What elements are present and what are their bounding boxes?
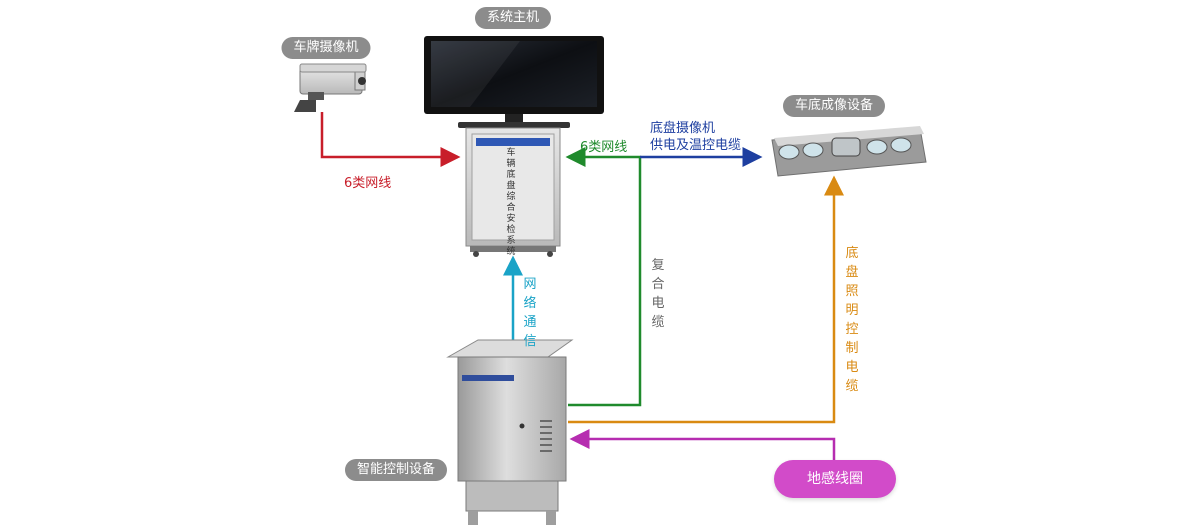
cat6-cable-label-right: 6类网线 — [580, 140, 628, 155]
composite-cable-label: 复合电缆 — [651, 258, 665, 330]
plate-camera-illustration — [294, 63, 367, 112]
node-label-system-host: 系统主机 — [474, 7, 552, 29]
cabinet-text: 车辆底盘综合安检系统 — [506, 148, 516, 257]
node-label-plate-camera: 车牌摄像机 — [281, 37, 371, 59]
undercarriage-device-illustration — [771, 126, 927, 177]
power-temp-cable-label: 底盘摄像机 供电及温控电缆 — [650, 121, 742, 153]
smart-control-box-illustration — [446, 339, 574, 525]
node-label-smart-control: 智能控制设备 — [344, 459, 448, 481]
green-cable-arrow — [565, 147, 642, 407]
node-label-undercarriage-device: 车底成像设备 — [782, 95, 886, 117]
network-comm-label: 网络通信 — [523, 277, 537, 349]
cat6-cable-label-left: 6类网线 — [344, 176, 392, 191]
orange-cable-arrow — [568, 175, 844, 424]
magenta-coil-arrow — [569, 429, 836, 460]
ground-coil-node: 地感线圈 — [774, 460, 896, 498]
system-host-monitor — [424, 36, 604, 128]
lighting-control-cable-label: 底盘照明控制电缆 — [845, 246, 859, 394]
cabinet-illustration — [465, 127, 561, 257]
red-cable-arrow — [320, 112, 461, 167]
